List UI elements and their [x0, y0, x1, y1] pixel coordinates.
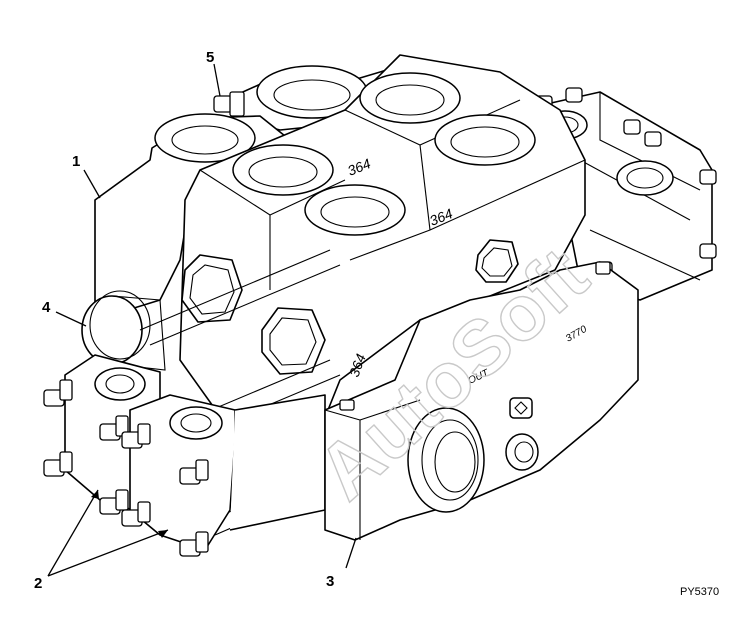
leader-1: [83, 169, 101, 199]
callout-2: 2: [34, 575, 42, 592]
callout-5: 5: [206, 49, 214, 66]
leader-5: [213, 63, 221, 97]
leader-2b: [47, 529, 169, 577]
callout-3: 3: [326, 573, 334, 590]
arrowhead-icon: [158, 530, 168, 538]
outlet-section-3: [324, 261, 639, 541]
leader-2a: [47, 489, 99, 577]
spool-cap-front: [129, 394, 326, 551]
callout-4: 4: [42, 299, 51, 316]
hex-plugs: [181, 239, 519, 375]
leader-3: [345, 537, 357, 569]
cap-bolts: [43, 379, 209, 557]
fitting-5: [213, 95, 233, 113]
figure-reference: PY5370: [680, 586, 719, 598]
arrowhead-icon: [91, 490, 99, 499]
section-stamp: 364: [346, 351, 369, 379]
leader-4: [55, 311, 87, 327]
callout-1: 1: [72, 153, 80, 170]
